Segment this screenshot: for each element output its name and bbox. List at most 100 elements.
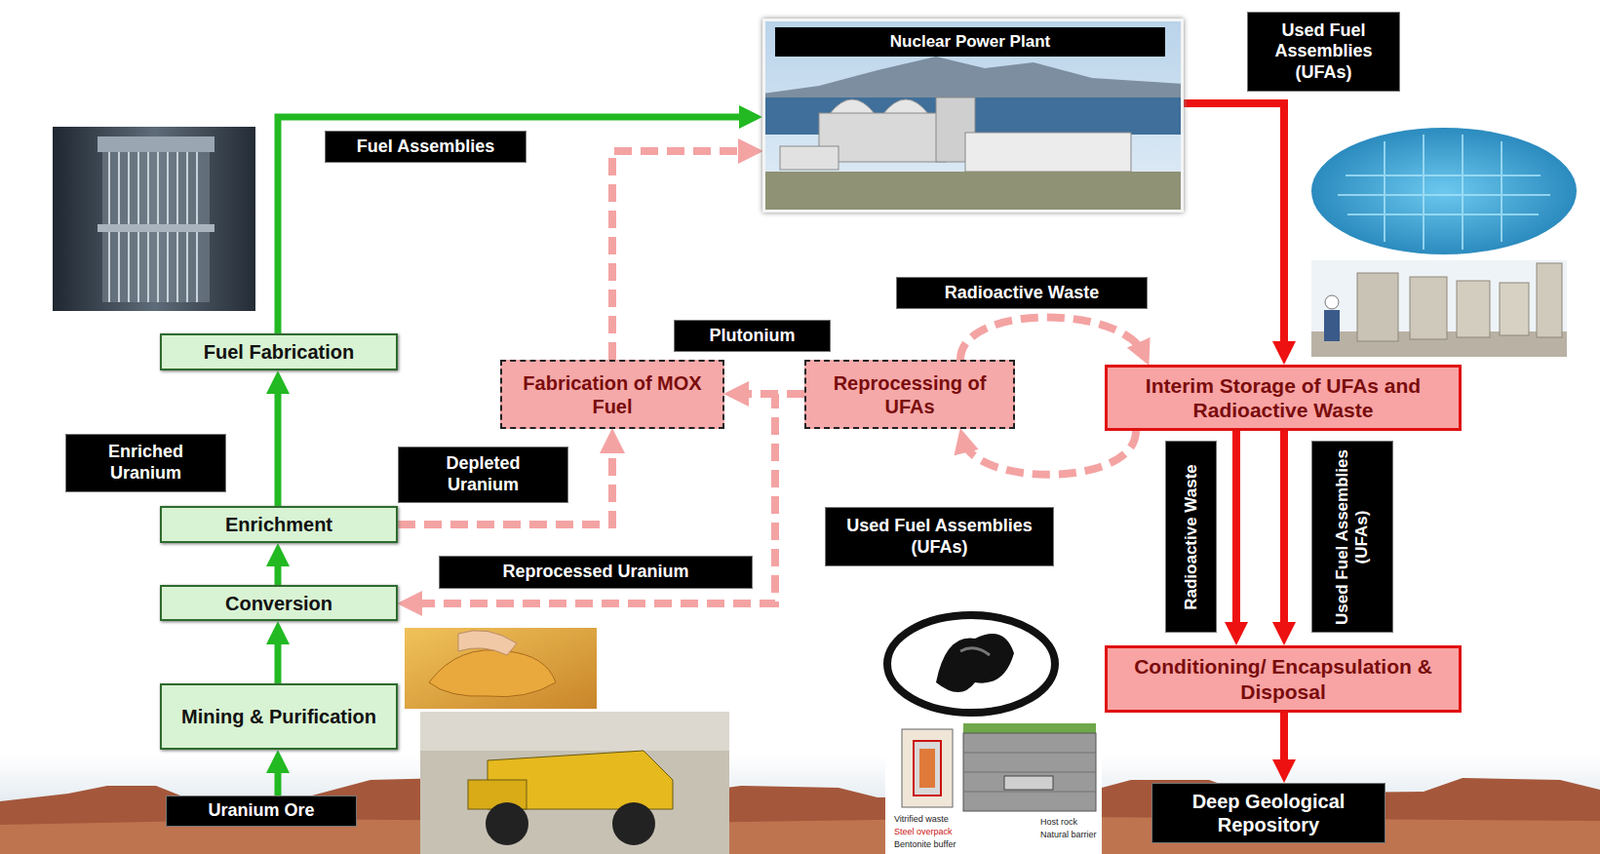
disposal-box: Conditioning/ Encapsulation & Disposal (1104, 645, 1462, 713)
power-plant-photo (762, 18, 1184, 213)
top-nozzle (97, 136, 215, 153)
storage-pool-photo (1311, 127, 1577, 255)
flow-arrow (274, 382, 282, 507)
flow-label-box: Enriched Uranium (65, 433, 227, 493)
spacer-grid (97, 224, 215, 233)
overpack (913, 741, 941, 796)
flow-arrow (1280, 712, 1288, 772)
drawing-ground (885, 721, 1102, 854)
node-text: Fuel Fabrication (203, 340, 354, 364)
mountains (762, 56, 1184, 102)
flow-label: Fuel Assemblies (356, 136, 495, 158)
sky (0, 755, 1600, 854)
hand (458, 630, 517, 656)
grass (963, 723, 1096, 734)
flow-arrow (963, 430, 1136, 475)
strata (963, 752, 1096, 792)
process-box: Fuel Fabrication (159, 333, 398, 371)
worker (1324, 310, 1340, 342)
flow-label-box: Depleted Uranium (397, 446, 569, 504)
flow-label-box: Used Fuel Assemblies (UFAs) (1247, 11, 1401, 92)
drawing-annotation: Bentonite buffer (893, 839, 957, 851)
mesa (0, 778, 1600, 854)
photo-frame (404, 627, 597, 709)
flow-label-box: Plutonium (673, 319, 831, 352)
flow-arrow (274, 761, 282, 796)
sky (420, 711, 730, 751)
flow-label: Used Fuel Assemblies (UFAs) (835, 515, 1044, 558)
flow-arrow (1232, 430, 1241, 634)
flow-label-box: Reprocessed Uranium (438, 555, 753, 589)
node-text: Deep Geological Repository (1162, 789, 1375, 837)
node-text: Nuclear Power Plant (775, 27, 1166, 57)
flow-label: Depleted Uranium (408, 453, 558, 496)
repository-drawing (885, 721, 1102, 854)
dry-cask-photo (1311, 260, 1567, 357)
flow-arrow (397, 440, 613, 525)
flow-label: Radioactive Waste (944, 282, 1099, 305)
flow-arrow (274, 632, 282, 684)
flow-label-box: Radioactive Waste (1165, 440, 1217, 633)
node-text: Uranium Ore (207, 800, 314, 822)
photo-frame (420, 711, 730, 854)
fuel-assembly-photo (52, 126, 256, 312)
vitrified-waste (919, 748, 936, 788)
cask (1456, 280, 1490, 338)
node-text: Enrichment (225, 512, 333, 537)
icon-ring (887, 615, 1055, 713)
flow-arrow (960, 316, 1144, 360)
capsule (936, 633, 1015, 693)
ground (762, 171, 1184, 213)
worker-helmet (1325, 295, 1339, 310)
fuel-racks (1337, 134, 1551, 250)
flow-label-box: Used Fuel Assemblies (UFAs) (1311, 440, 1394, 633)
flow-label: Radioactive Waste (1180, 447, 1201, 626)
flow-label: Plutonium (709, 325, 796, 348)
cask (1409, 276, 1447, 340)
node-text: Conversion (225, 591, 333, 616)
flow-arrow (1280, 430, 1288, 634)
process-box: Mining & Purification (159, 683, 398, 750)
flow-label-box: Fuel Assemblies (324, 130, 527, 163)
process-box: Conversion (159, 585, 398, 622)
wheel (485, 802, 529, 846)
optional-process-box: Reprocessing of UFAs (804, 359, 1015, 430)
source-label: Uranium Ore (165, 795, 357, 827)
drawing-annotation: Natural barrier (1039, 829, 1098, 841)
node-text: Reprocessing of UFAs (818, 371, 1002, 419)
drawing-annotation: Vitrified waste (893, 814, 950, 825)
repository-label: Deep Geological Repository (1151, 782, 1386, 844)
photo-frame (52, 126, 256, 312)
annex (780, 146, 839, 170)
flow-label: Used Fuel Assemblies (UFAs) (1332, 447, 1373, 626)
process-box: Enrichment (159, 506, 398, 544)
drawing-annotation: Host rock (1039, 817, 1079, 828)
highlight (960, 648, 990, 656)
flow-label: Used Fuel Assemblies (UFAs) (1257, 20, 1390, 84)
flow-arrow (1183, 103, 1285, 353)
flow-label: Enriched Uranium (76, 441, 216, 484)
desert-landscape (0, 755, 1600, 854)
optional-process-box: Fabrication of MOX Fuel (500, 359, 725, 430)
ore-lump (429, 650, 556, 698)
node-text: Fabrication of MOX Fuel (513, 371, 711, 419)
tunnel (1004, 776, 1054, 790)
wheel (612, 802, 656, 846)
flow-label-box: Radioactive Waste (896, 276, 1148, 310)
uranium-ore-photo (404, 627, 597, 709)
photo-frame (1311, 260, 1567, 357)
flow-label: Reprocessed Uranium (502, 561, 689, 584)
turbine-hall (965, 132, 1132, 172)
flow-arrow (274, 554, 282, 586)
flow-label-box: Used Fuel Assemblies (UFAs) (824, 507, 1054, 567)
cask (1499, 282, 1529, 336)
mining-truck-photo (420, 711, 730, 854)
pool (1311, 127, 1577, 255)
node-text: Interim Storage of UFAs and Radioactive … (1119, 373, 1447, 423)
canister-icon (887, 615, 1055, 713)
node-text: Conditioning/ Encapsulation & Disposal (1119, 654, 1447, 703)
node-text: Mining & Purification (181, 704, 377, 729)
drawing-annotation: Steel overpack (893, 826, 954, 838)
buffer (901, 729, 953, 808)
